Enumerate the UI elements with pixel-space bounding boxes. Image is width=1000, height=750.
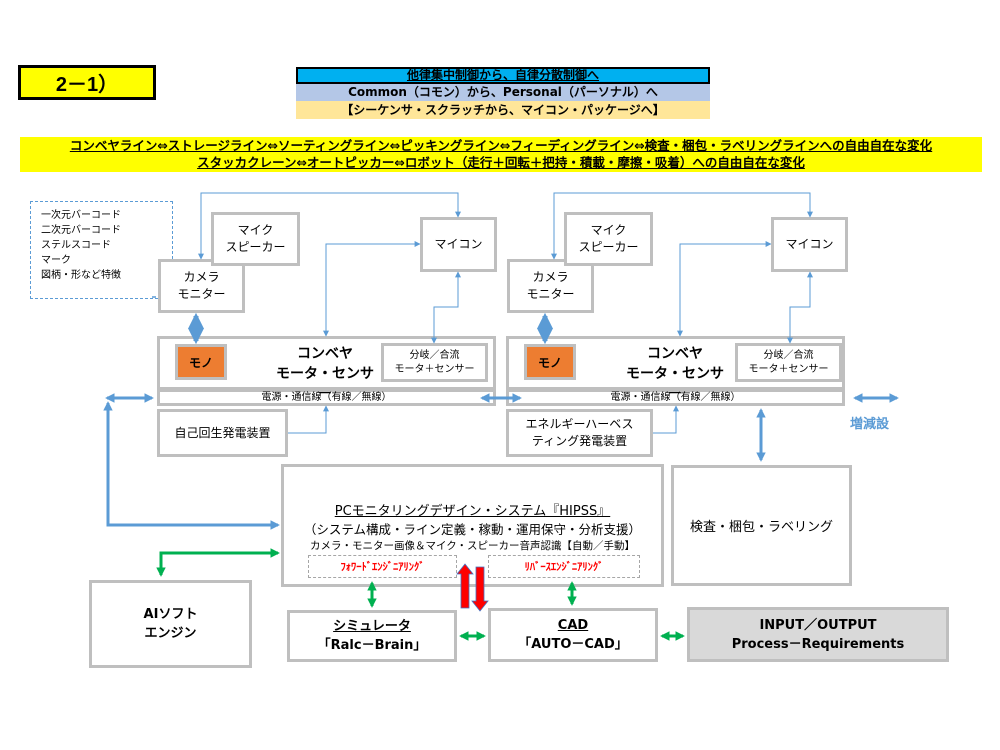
conveyor-to-micon-connector-2 bbox=[677, 241, 772, 337]
inspection-label: 検査・梱包・ラベリング bbox=[689, 520, 833, 535]
monitor-label: モニター bbox=[526, 287, 575, 301]
generator-box-2: エネルギーハーベス ティング発電装置 bbox=[506, 409, 653, 457]
code-item: 二次元バーコード bbox=[41, 225, 121, 236]
simulator-box: シミュレータ 「Ralc－Brain」 bbox=[287, 610, 457, 662]
branch-label: 分岐／合流 bbox=[763, 349, 814, 361]
micon-box-1: マイコン bbox=[420, 217, 497, 272]
banner-line2: スタッカクレーン⇔オートピッカー⇔ロボット（走行＋回転＋把持・積載・摩擦・吸着）… bbox=[197, 155, 805, 170]
conveyor-title: コンベヤ bbox=[297, 346, 353, 362]
power-line-2: 電源・通信線（有線／無線） bbox=[506, 390, 845, 406]
conveyor-to-micon-connector-1 bbox=[323, 241, 421, 337]
branch-sub-label: モータ＋センサー bbox=[748, 363, 829, 375]
hipss-detail: カメラ・モニター画像＆マイク・スピーカー音声認識【自動／手動】 bbox=[309, 540, 636, 552]
code-item: 一次元バーコード bbox=[41, 210, 121, 221]
code-item: マーク bbox=[41, 255, 71, 266]
mic-label: マイク bbox=[237, 223, 274, 237]
generator-label-2: ティング発電装置 bbox=[531, 434, 628, 448]
mic-label: マイク bbox=[590, 223, 627, 237]
cad-title: CAD bbox=[557, 618, 589, 633]
io-box: INPUT／OUTPUT Process－Requirements bbox=[687, 607, 949, 662]
generator-to-power-connector-1 bbox=[288, 405, 329, 434]
branch-label: 分岐／合流 bbox=[409, 349, 460, 361]
mic-speaker-box-1: マイク スピーカー bbox=[211, 212, 300, 266]
branch-box-2: 分岐／合流 モータ＋センサー bbox=[735, 343, 842, 382]
micon-label: マイコン bbox=[785, 237, 834, 251]
monitor-label: モニター bbox=[177, 287, 226, 301]
conveyor-title: コンベヤ bbox=[647, 346, 703, 362]
branch-box-1: 分岐／合流 モータ＋センサー bbox=[381, 343, 488, 382]
hipss-title: PCモニタリングデザイン・システム『HIPSS』 bbox=[334, 504, 611, 519]
engine-label: エンジン bbox=[144, 626, 197, 641]
banner: コンベヤライン⇔ストレージライン⇔ソーティングライン⇔ピッキングライン⇔フィーデ… bbox=[20, 137, 982, 172]
headline-line3: 【シーケンサ・スクラッチから、マイコン・パッケージへ】 bbox=[296, 101, 710, 119]
cad-box: CAD 「AUTO－CAD」 bbox=[488, 608, 658, 662]
ai-engine-box: AIソフト エンジン bbox=[89, 580, 252, 668]
io-title: INPUT／OUTPUT bbox=[759, 617, 877, 633]
camera-label: カメラ bbox=[183, 270, 220, 284]
code-item: ステルスコード bbox=[41, 240, 111, 251]
generator-label: エネルギーハーベス bbox=[525, 417, 634, 431]
forward-engineering-box: ﾌｫﾜｰﾄﾞｴﾝｼﾞﾆｱﾘﾝｸﾞ bbox=[308, 555, 457, 578]
camera-monitor-box-1: カメラ モニター bbox=[158, 259, 245, 313]
code-list-box: 一次元バーコード 二次元バーコード ステルスコード マーク 図柄・形など特徴 bbox=[30, 201, 173, 299]
banner-line1: コンベヤライン⇔ストレージライン⇔ソーティングライン⇔ピッキングライン⇔フィーデ… bbox=[69, 138, 933, 153]
simulator-name: 「Ralc－Brain」 bbox=[317, 638, 427, 653]
ai-label: AIソフト bbox=[143, 607, 198, 622]
branch-to-micon-connector-2 bbox=[787, 271, 813, 344]
hipss-subtitle: （システム構成・ライン定義・稼動・運用保守・分析支援） bbox=[303, 522, 642, 537]
io-subtitle: Process－Requirements bbox=[731, 636, 905, 652]
inspection-box: 検査・梱包・ラベリング bbox=[671, 465, 852, 586]
code-item: 図柄・形など特徴 bbox=[41, 270, 121, 281]
camera-monitor-box-2: カメラ モニター bbox=[507, 259, 594, 313]
ai-hipss-arrow bbox=[156, 548, 280, 577]
speaker-label: スピーカー bbox=[225, 240, 286, 254]
generator-label: 自己回生発電装置 bbox=[174, 425, 271, 440]
headline-line1: 他律集中制御から、自律分散制御へ bbox=[296, 67, 710, 84]
simulator-title: シミュレータ bbox=[333, 619, 411, 634]
headline-line2: Common（コモン）から、Personal（パーソナル）へ bbox=[296, 84, 710, 101]
speaker-label: スピーカー bbox=[578, 240, 639, 254]
mic-speaker-box-2: マイク スピーカー bbox=[564, 212, 653, 266]
section-label: 2－1） bbox=[18, 65, 156, 100]
branch-sub-label: モータ＋センサー bbox=[394, 363, 475, 375]
item-box-1: モノ bbox=[175, 344, 227, 380]
reverse-engineering-box: ﾘﾊﾞｰｽｴﾝｼﾞﾆｱﾘﾝｸﾞ bbox=[488, 555, 640, 578]
generator-to-power-connector-2 bbox=[653, 405, 679, 434]
power-line-1: 電源・通信線（有線／無線） bbox=[157, 390, 496, 406]
cad-name: 「AUTO－CAD」 bbox=[518, 637, 628, 652]
expand-label: 増減設 bbox=[850, 417, 890, 432]
branch-to-micon-connector-1 bbox=[431, 271, 461, 344]
generator-box-1: 自己回生発電装置 bbox=[157, 409, 288, 457]
camera-label: カメラ bbox=[532, 270, 569, 284]
micon-label: マイコン bbox=[434, 237, 483, 251]
item-box-2: モノ bbox=[524, 344, 576, 380]
micon-box-2: マイコン bbox=[771, 217, 848, 272]
